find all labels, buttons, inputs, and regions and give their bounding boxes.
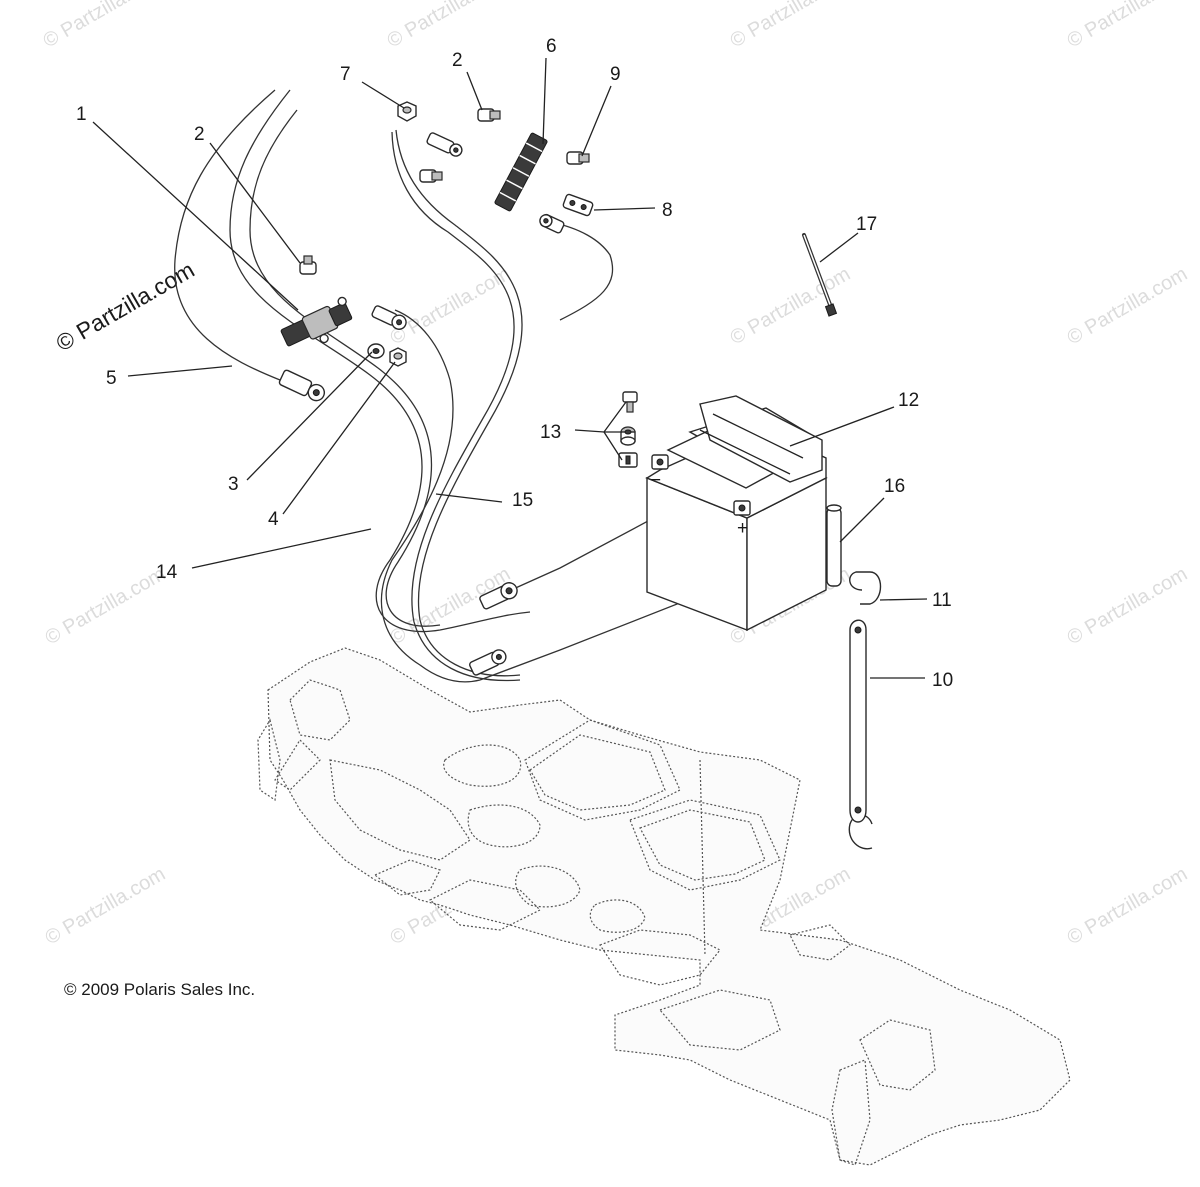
callout-16: 16 xyxy=(884,476,905,497)
callout-8: 8 xyxy=(662,200,673,221)
leader-lines xyxy=(92,57,928,679)
tube-16 xyxy=(826,504,842,587)
watermark: © Partzilla.com xyxy=(1064,0,1192,52)
watermark: © Partzilla.com xyxy=(727,0,855,52)
nut-7 xyxy=(397,101,417,122)
battery-positive-mark: + xyxy=(737,518,748,539)
starter-solenoid xyxy=(280,296,353,347)
watermark: © Partzilla.com xyxy=(42,863,170,949)
watermark: © Partzilla.com xyxy=(40,0,168,52)
callouts: 1 2 3 4 5 7 2 6 9 8 17 12 13 15 16 14 11… xyxy=(76,36,953,691)
callout-17: 17 xyxy=(856,214,877,235)
callout-12: 12 xyxy=(898,390,919,411)
watermark: © Partzilla.com xyxy=(384,0,512,52)
callout-9: 9 xyxy=(610,64,621,85)
bolt-2-top xyxy=(477,108,501,122)
bolt-9 xyxy=(566,151,590,165)
callout-6: 6 xyxy=(546,36,557,57)
bolt-2-left xyxy=(299,255,317,275)
callout-2: 2 xyxy=(194,124,205,145)
callout-13: 13 xyxy=(540,422,561,443)
cable-lugs xyxy=(278,132,565,676)
clip-11-lower xyxy=(848,814,873,850)
callout-4: 4 xyxy=(268,509,279,530)
strap-8 xyxy=(562,193,594,217)
chassis-floor-pan xyxy=(257,647,1071,1166)
watermark: © Partzilla.com xyxy=(1064,263,1192,349)
cables xyxy=(174,89,743,683)
callout-7: 7 xyxy=(340,64,351,85)
callout-14: 14 xyxy=(156,562,178,583)
clip-11-upper xyxy=(849,571,882,605)
spacer-13 xyxy=(620,426,636,446)
watermark: © Partzilla.com xyxy=(1064,863,1192,949)
callout-2: 2 xyxy=(452,50,463,71)
brand-watermark: © Partzilla.com xyxy=(52,256,199,356)
battery-12: − + xyxy=(645,395,828,632)
watermark: © Partzilla.com xyxy=(727,263,855,349)
bolt-13 xyxy=(622,391,638,413)
terminal-block-6 xyxy=(494,132,548,212)
cable-15-outer xyxy=(249,109,441,627)
cable-14 xyxy=(395,129,523,677)
washer-3 xyxy=(367,343,385,359)
battery-negative-mark: − xyxy=(650,470,661,491)
watermark: © Partzilla.com xyxy=(1064,563,1192,649)
callout-1: 1 xyxy=(76,104,87,125)
cable-15 xyxy=(229,89,531,633)
watermark: © Partzilla.com xyxy=(42,563,170,649)
cable-to-terminal xyxy=(380,309,481,683)
callout-10: 10 xyxy=(932,670,953,691)
hardware xyxy=(280,101,882,850)
watermark: © Partzilla.com xyxy=(387,563,515,649)
cable-5 xyxy=(174,89,281,381)
strap-10 xyxy=(849,619,867,823)
rod-17 xyxy=(802,233,838,317)
nut-13 xyxy=(618,452,638,468)
watermark: © Partzilla.com xyxy=(387,263,515,349)
callout-11: 11 xyxy=(932,590,952,611)
cable-14-outer xyxy=(391,131,521,682)
copyright-notice: © 2009 Polaris Sales Inc. xyxy=(64,980,255,999)
callout-5: 5 xyxy=(106,368,117,389)
nut-4 xyxy=(389,347,407,367)
callout-3: 3 xyxy=(228,474,239,495)
callout-15: 15 xyxy=(512,490,533,511)
